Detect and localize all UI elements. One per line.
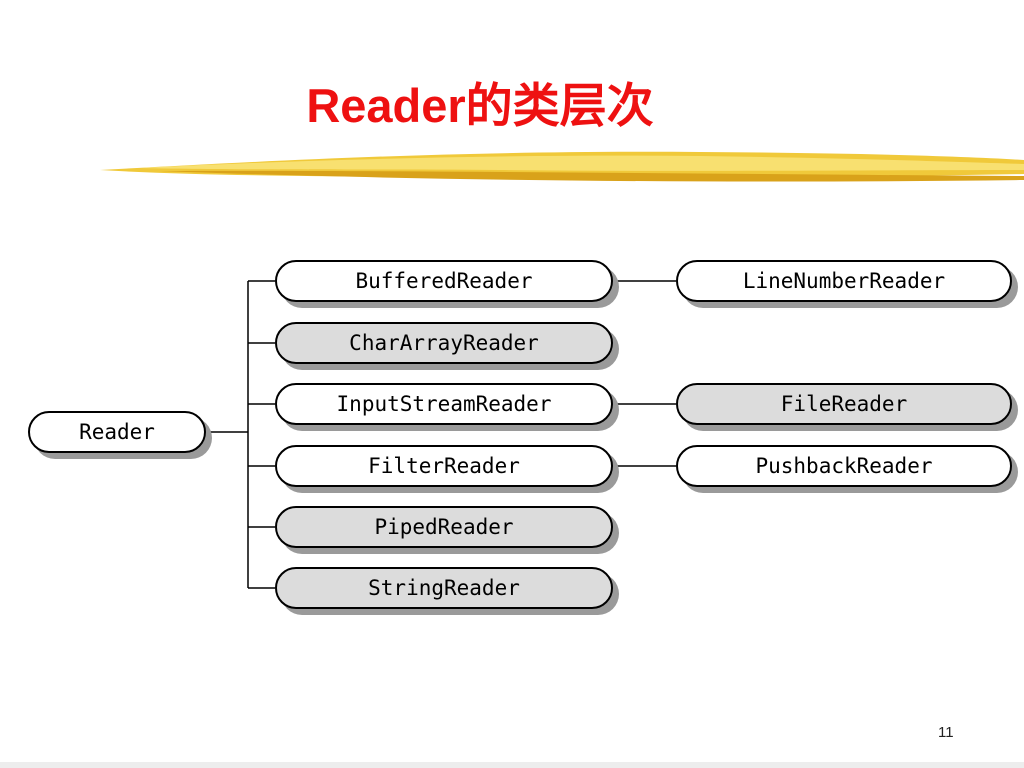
node-chararrayreader: CharArrayReader	[275, 322, 613, 364]
node-reader: Reader	[28, 411, 206, 453]
node-filterreader: FilterReader	[275, 445, 613, 487]
node-inputstreamreader: InputStreamReader	[275, 383, 613, 425]
yellow-brush-stroke	[100, 151, 1024, 182]
node-pushbackreader: PushbackReader	[676, 445, 1012, 487]
slide-title: Reader的类层次	[306, 79, 654, 132]
node-filereader: FileReader	[676, 383, 1012, 425]
node-pipedreader: PipedReader	[275, 506, 613, 548]
node-stringreader: StringReader	[275, 567, 613, 609]
node-linenumberreader: LineNumberReader	[676, 260, 1012, 302]
bottom-bar	[0, 762, 1024, 768]
page-number: 11	[938, 724, 954, 741]
node-bufferedreader: BufferedReader	[275, 260, 613, 302]
